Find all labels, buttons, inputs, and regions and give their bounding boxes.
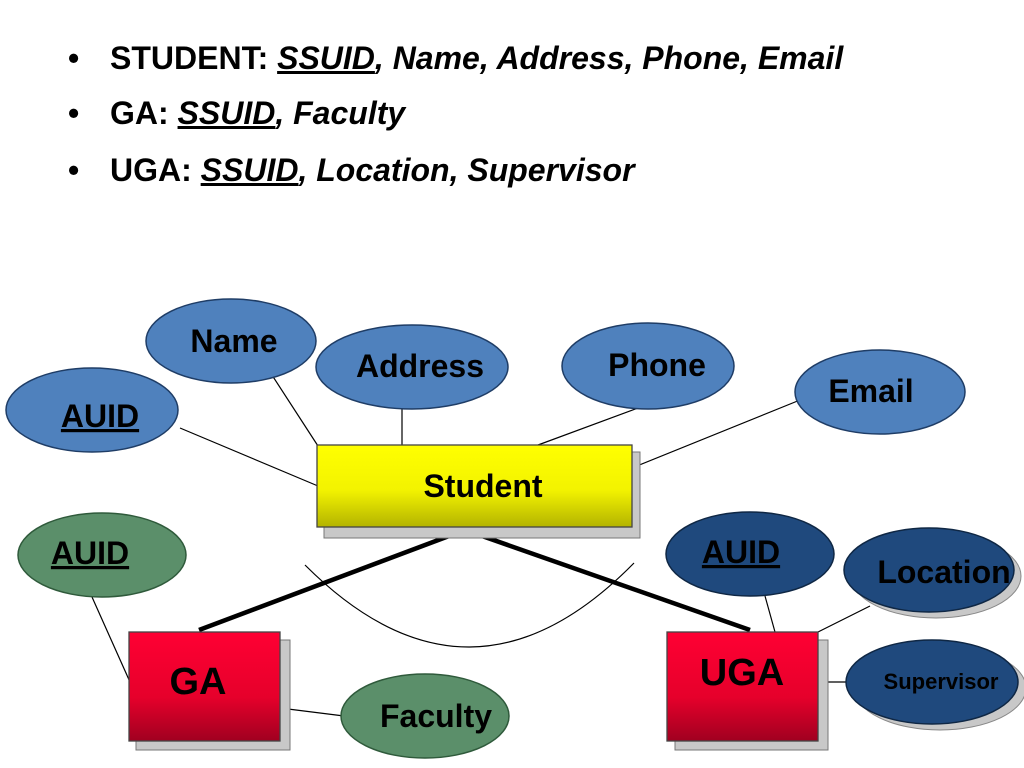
connector-student-auid	[179, 427, 319, 487]
attr-faculty	[340, 673, 510, 759]
connector-location	[817, 605, 871, 633]
attr-email	[794, 349, 966, 435]
uga-entity: AUID Location UGA Supervisor	[665, 511, 1024, 751]
uga-entity-label: UGA	[700, 652, 784, 694]
attr-address-label: Address	[356, 348, 484, 384]
connector-name	[269, 371, 319, 447]
attr-address	[315, 324, 509, 410]
student-entity-box	[316, 444, 633, 528]
ga-entity-label: GA	[170, 661, 227, 703]
ga-entity: AUID GA Faculty	[17, 512, 510, 759]
other-attributes: , Location, Supervisor	[298, 152, 635, 188]
attribute-list: • STUDENT: SSUID, Name, Address, Phone, …	[68, 38, 1008, 207]
attr-phone	[561, 322, 735, 410]
attr-faculty-label: Faculty	[380, 698, 492, 734]
attr-email-label: Email	[828, 373, 913, 409]
other-attributes: , Faculty	[275, 95, 406, 131]
attr-location	[843, 527, 1015, 613]
connector-ga-auid	[91, 596, 131, 683]
isa-line-ga	[198, 527, 466, 633]
attr-supervisor	[845, 639, 1019, 725]
bullet-dot: •	[68, 40, 80, 76]
key-attribute: SSUID	[277, 40, 375, 76]
student-entity: Student	[316, 444, 641, 539]
attr-uga-auid	[665, 511, 835, 597]
bullet-student: • STUDENT: SSUID, Name, Address, Phone, …	[68, 38, 1008, 78]
key-attribute: SSUID	[177, 95, 276, 131]
attr-name	[145, 298, 317, 384]
attr-supervisor-label: Supervisor	[884, 669, 999, 694]
connector-faculty	[279, 707, 345, 717]
bullet-dot: •	[68, 95, 80, 131]
isa-arc	[304, 562, 635, 648]
attr-ga-auid	[17, 512, 187, 598]
connector-uga-auid	[764, 595, 776, 633]
key-attribute: SSUID	[200, 152, 299, 188]
attr-phone-label: Phone	[608, 347, 706, 383]
bullet-dot: •	[68, 152, 80, 188]
entity-name: UGA	[110, 152, 182, 188]
connector-lines	[91, 371, 871, 717]
attr-student-auid-label: AUID	[61, 398, 139, 434]
separator: :	[257, 40, 278, 76]
entity-name: GA	[110, 95, 158, 131]
bullet-ga: • GA: SSUID, Faculty	[68, 93, 1008, 133]
student-attributes: AUID Name Address Phone Email	[5, 298, 966, 453]
attr-uga-auid-label: AUID	[702, 534, 780, 570]
attr-ga-auid-label: AUID	[51, 535, 129, 571]
student-entity-label: Student	[423, 468, 542, 504]
other-attributes: , Name, Address, Phone, Email	[374, 40, 844, 76]
uga-entity-box	[666, 631, 819, 742]
entity-name: STUDENT	[110, 40, 258, 76]
connector-phone	[537, 407, 639, 446]
connector-email	[631, 399, 801, 469]
isa-line-uga	[464, 527, 751, 633]
separator: :	[158, 95, 178, 131]
separator: :	[181, 152, 201, 188]
bullet-uga: • UGA: SSUID, Location, Supervisor	[68, 150, 1008, 190]
attr-name-label: Name	[190, 323, 277, 359]
ga-entity-box	[128, 631, 281, 742]
attr-location-label: Location	[877, 554, 1010, 590]
attr-student-auid	[5, 367, 179, 453]
